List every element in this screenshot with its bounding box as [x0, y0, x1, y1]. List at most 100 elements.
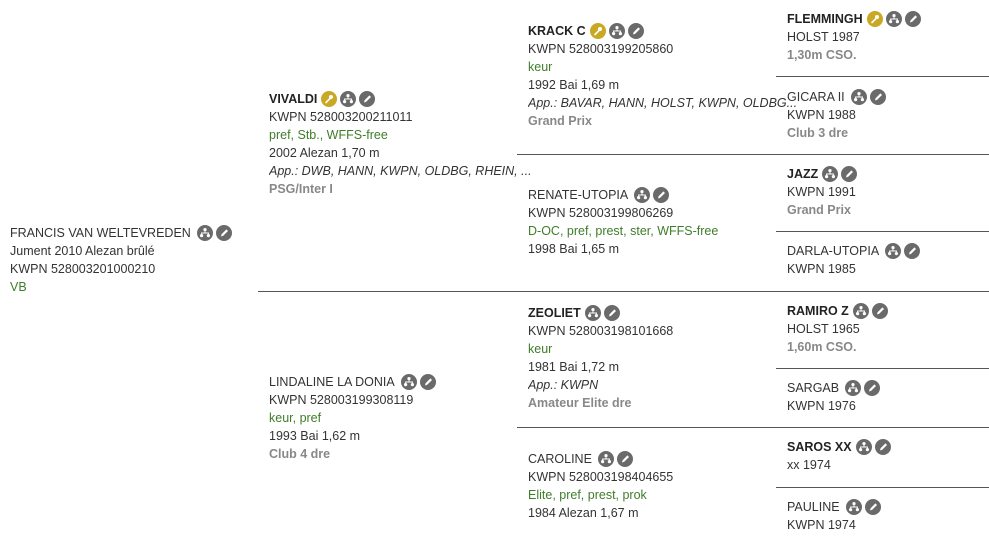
sds-name[interactable]: JAZZ	[787, 167, 819, 181]
sdd-registration: KWPN 1985	[787, 262, 856, 276]
pedigree-icon[interactable]	[340, 91, 357, 107]
dss-name-row: RAMIRO Z	[787, 302, 891, 320]
sd-name-row: RENATE-UTOPIA	[528, 186, 718, 204]
dds-name-row: SAROS XX	[787, 438, 894, 456]
edit-pencil-icon[interactable]	[904, 11, 921, 27]
dds-registration: xx 1974	[787, 458, 831, 472]
subject-info: Jument 2010 Alezan brûlé	[10, 244, 155, 258]
divider-sds-sdd	[776, 231, 989, 232]
edit-pencil-icon[interactable]	[904, 243, 921, 259]
pedigree-icon[interactable]	[885, 243, 902, 259]
pedigree-icon[interactable]	[852, 303, 869, 319]
dam-name[interactable]: LINDALINE LA DONIA	[269, 375, 395, 389]
dss-name[interactable]: RAMIRO Z	[787, 304, 849, 318]
dd-name-row: CAROLINE	[528, 450, 673, 468]
edit-pencil-icon[interactable]	[653, 187, 670, 203]
pedigree-icon[interactable]	[845, 380, 862, 396]
edit-pencil-icon[interactable]	[871, 303, 888, 319]
ss-level: Grand Prix	[528, 114, 592, 128]
pedigree-icon[interactable]	[608, 23, 625, 39]
ddd-name-row: PAULINE	[787, 498, 884, 516]
ssd-name-row: GICARA II	[787, 88, 889, 106]
sd-status: D-OC, pref, prest, ster, WFFS-free	[528, 224, 719, 238]
ds-level: Amateur Elite dre	[528, 396, 632, 410]
edit-pencil-icon[interactable]	[603, 305, 620, 321]
subject-registration: KWPN 528003201000210	[10, 262, 156, 276]
dsd-registration: KWPN 1976	[787, 399, 856, 413]
sss-name-row: FLEMMINGH	[787, 10, 924, 28]
sire-approved: App.: DWB, HANN, KWPN, OLDBG, RHEIN, ...	[269, 164, 532, 178]
ss-approved: App.: BAVAR, HANN, HOLST, KWPN, OLDBG...	[528, 96, 798, 110]
pedigree-icon[interactable]	[822, 166, 839, 182]
dam-birth: 1993 Bai 1,62 m	[269, 429, 361, 443]
pedigree-icon[interactable]	[845, 499, 862, 515]
dd-name[interactable]: CAROLINE	[528, 452, 592, 466]
ds-registration: KWPN 528003198101668	[528, 324, 674, 338]
ssd-horse: GICARA II KWPN 1988 Club 3 dre	[787, 88, 889, 142]
dam-level: Club 4 dre	[269, 447, 331, 461]
dam-status: keur, pref	[269, 411, 322, 425]
ddd-name[interactable]: PAULINE	[787, 500, 840, 514]
pedigree-icon[interactable]	[855, 439, 872, 455]
edit-pencil-icon[interactable]	[864, 499, 881, 515]
edit-pencil-icon[interactable]	[359, 91, 376, 107]
pedigree-icon[interactable]	[634, 187, 651, 203]
dd-birth: 1984 Alezan 1,67 m	[528, 506, 639, 520]
dd-registration: KWPN 528003198404655	[528, 470, 674, 484]
dss-horse: RAMIRO Z HOLST 1965 1,60m CSO.	[787, 302, 891, 356]
pedigree-icon[interactable]	[597, 451, 614, 467]
edit-pencil-icon[interactable]	[627, 23, 644, 39]
pedigree-icon[interactable]	[850, 89, 867, 105]
dam-dam-horse: CAROLINE KWPN 528003198404655 Elite, pre…	[528, 450, 673, 522]
edit-pencil-icon[interactable]	[841, 166, 858, 182]
subject-name-row: FRANCIS VAN WELTEVREDEN	[10, 224, 235, 242]
pedigree-icon[interactable]	[196, 225, 213, 241]
dds-name[interactable]: SAROS XX	[787, 440, 852, 454]
stallion-approved-icon[interactable]	[321, 91, 338, 107]
dd-status: Elite, pref, prest, prok	[528, 488, 647, 502]
ssd-name[interactable]: GICARA II	[787, 90, 845, 104]
edit-pencil-icon[interactable]	[419, 374, 436, 390]
sire-sire-horse: KRACK C KWPN 528003199205860 keur 1992 B…	[528, 22, 797, 130]
sdd-horse: DARLA-UTOPIA KWPN 1985	[787, 242, 923, 278]
sds-name-row: JAZZ	[787, 165, 860, 183]
divider-dss-dsd	[776, 368, 989, 369]
edit-pencil-icon[interactable]	[215, 225, 232, 241]
subject-status: VB	[10, 280, 27, 294]
ssd-level: Club 3 dre	[787, 126, 849, 140]
sd-name[interactable]: RENATE-UTOPIA	[528, 188, 629, 202]
subject-horse: FRANCIS VAN WELTEVREDEN Jument 2010 Alez…	[10, 224, 235, 296]
sire-name-row: VIVALDI	[269, 90, 532, 108]
stallion-approved-icon[interactable]	[866, 11, 883, 27]
edit-pencil-icon[interactable]	[874, 439, 891, 455]
ddd-horse: PAULINE KWPN 1974	[787, 498, 884, 534]
ss-registration: KWPN 528003199205860	[528, 42, 674, 56]
edit-pencil-icon[interactable]	[616, 451, 633, 467]
dsd-name[interactable]: SARGAB	[787, 381, 840, 395]
sss-name[interactable]: FLEMMINGH	[787, 12, 863, 26]
sdd-name-row: DARLA-UTOPIA	[787, 242, 923, 260]
edit-pencil-icon[interactable]	[869, 89, 886, 105]
sire-horse: VIVALDI KWPN 528003200211011 pref, Stb.,…	[269, 90, 532, 198]
sd-birth: 1998 Bai 1,65 m	[528, 242, 620, 256]
divider-dds-ddd	[776, 487, 989, 488]
edit-pencil-icon[interactable]	[864, 380, 881, 396]
stallion-approved-icon[interactable]	[589, 23, 606, 39]
sss-horse: FLEMMINGH HOLST 1987 1,30m CSO.	[787, 10, 924, 64]
ds-name[interactable]: ZEOLIET	[528, 306, 581, 320]
ss-name[interactable]: KRACK C	[528, 24, 586, 38]
pedigree-icon[interactable]	[400, 374, 417, 390]
divider-ds-dd	[517, 427, 989, 428]
sss-registration: HOLST 1987	[787, 30, 860, 44]
pedigree-icon[interactable]	[584, 305, 601, 321]
sds-registration: KWPN 1991	[787, 185, 856, 199]
dam-name-row: LINDALINE LA DONIA	[269, 373, 439, 391]
divider-sss-ssd	[776, 76, 989, 77]
dam-sire-horse: ZEOLIET KWPN 528003198101668 keur 1981 B…	[528, 304, 673, 412]
dss-level: 1,60m CSO.	[787, 340, 857, 354]
sire-name[interactable]: VIVALDI	[269, 92, 318, 106]
sire-level: PSG/Inter I	[269, 182, 333, 196]
sss-level: 1,30m CSO.	[787, 48, 857, 62]
pedigree-icon[interactable]	[885, 11, 902, 27]
sdd-name[interactable]: DARLA-UTOPIA	[787, 244, 880, 258]
